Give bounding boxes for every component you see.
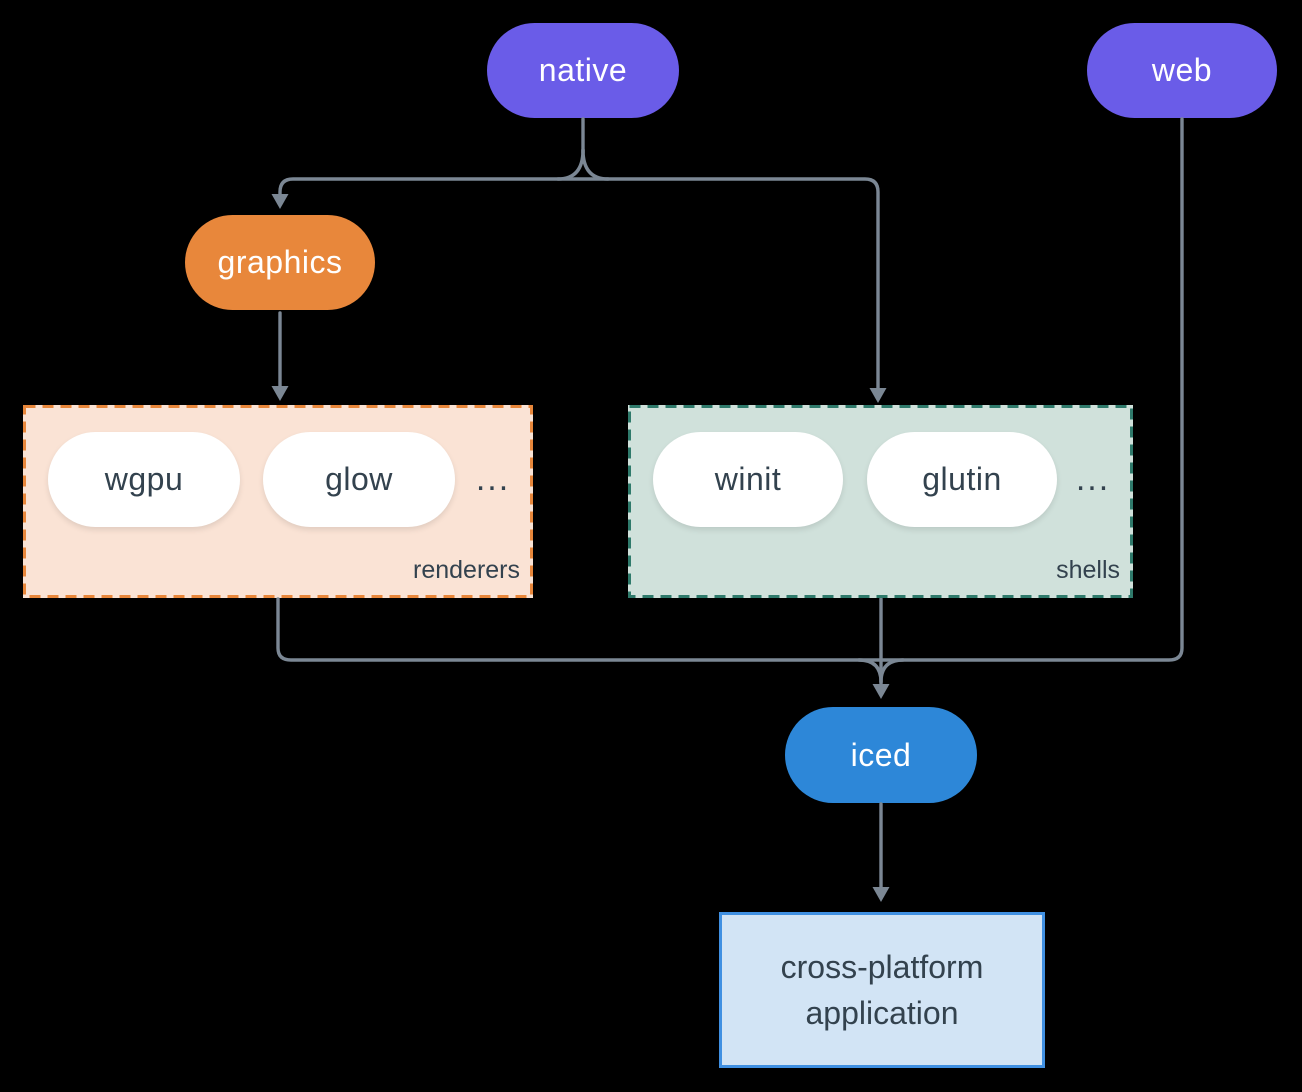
renderers-group-label: renderers — [413, 556, 520, 584]
arrowhead-shells — [869, 388, 887, 403]
node-native: native — [487, 23, 679, 118]
app-label-line1: cross-platform — [780, 949, 984, 985]
group-renderers: wgpu glow ... renderers — [23, 405, 533, 598]
renderers-ellipsis: ... — [475, 460, 511, 498]
arrowhead-iced — [872, 684, 890, 699]
node-graphics: graphics — [185, 215, 375, 310]
node-cross-platform-application: cross-platform application — [719, 912, 1045, 1068]
pill-wgpu: wgpu — [48, 432, 240, 527]
edge-native-fillet-left — [556, 148, 585, 181]
edge-renderers-merge — [276, 597, 883, 662]
pill-winit: winit — [653, 432, 843, 527]
pill-glow: glow — [263, 432, 455, 527]
shells-group-label: shells — [1056, 556, 1120, 584]
shells-ellipsis: ... — [1075, 460, 1111, 498]
edge-merge-fillet-left — [857, 658, 883, 684]
arrowhead-renderers — [271, 386, 289, 401]
arrowhead-graphics — [271, 194, 289, 209]
app-label-line2: application — [805, 995, 959, 1031]
edge-native-fillet-right — [581, 148, 610, 181]
node-iced: iced — [785, 707, 977, 803]
arrowhead-application — [872, 887, 890, 902]
edge-merge-fillet-right — [879, 658, 905, 684]
pill-glutin: glutin — [867, 432, 1057, 527]
node-web: web — [1087, 23, 1277, 118]
group-shells: winit glutin ... shells — [628, 405, 1133, 598]
